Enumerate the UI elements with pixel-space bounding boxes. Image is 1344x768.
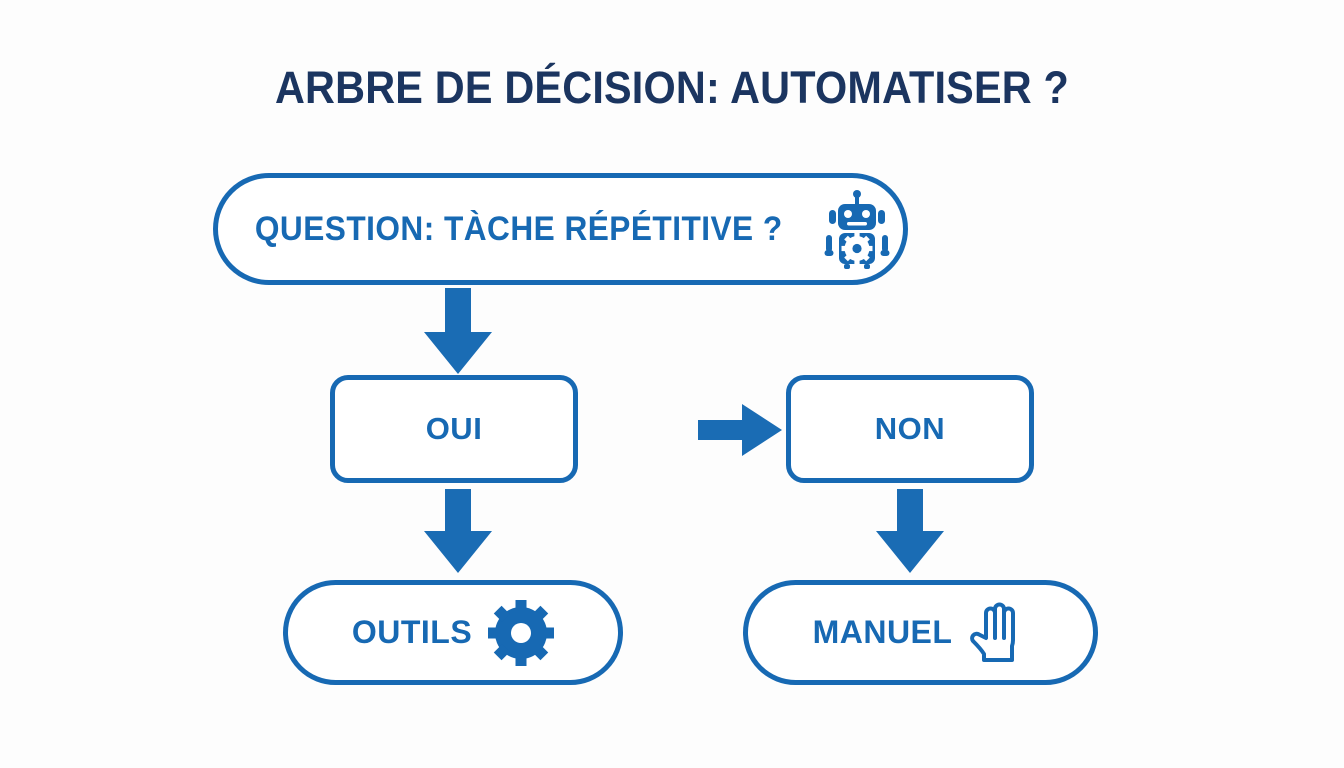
page-title: ARBRE DE DÉCISION: AUTOMATISER ? — [274, 62, 1070, 113]
node-oui[interactable]: OUI — [330, 375, 578, 483]
node-non-label: NON — [874, 411, 946, 446]
node-question-label: QUESTION: TÀCHE RÉPÉTITIVE ? — [254, 209, 783, 248]
robot-icon — [820, 189, 894, 269]
node-oui-label: OUI — [425, 411, 483, 446]
arrow-oui-to-non — [698, 404, 782, 456]
node-outils-label: OUTILS — [351, 614, 473, 650]
node-non[interactable]: NON — [786, 375, 1034, 483]
node-question[interactable]: QUESTION: TÀCHE RÉPÉTITIVE ? — [213, 173, 908, 285]
arrow-non-to-manuel — [864, 489, 956, 573]
node-manuel-label: MANUEL — [812, 614, 953, 650]
arrow-question-to-oui — [412, 288, 504, 374]
node-manuel[interactable]: MANUEL — [743, 580, 1098, 685]
arrow-oui-to-outils — [412, 489, 504, 573]
gear-icon — [488, 599, 555, 666]
hand-icon — [966, 600, 1028, 666]
node-outils[interactable]: OUTILS — [283, 580, 623, 685]
